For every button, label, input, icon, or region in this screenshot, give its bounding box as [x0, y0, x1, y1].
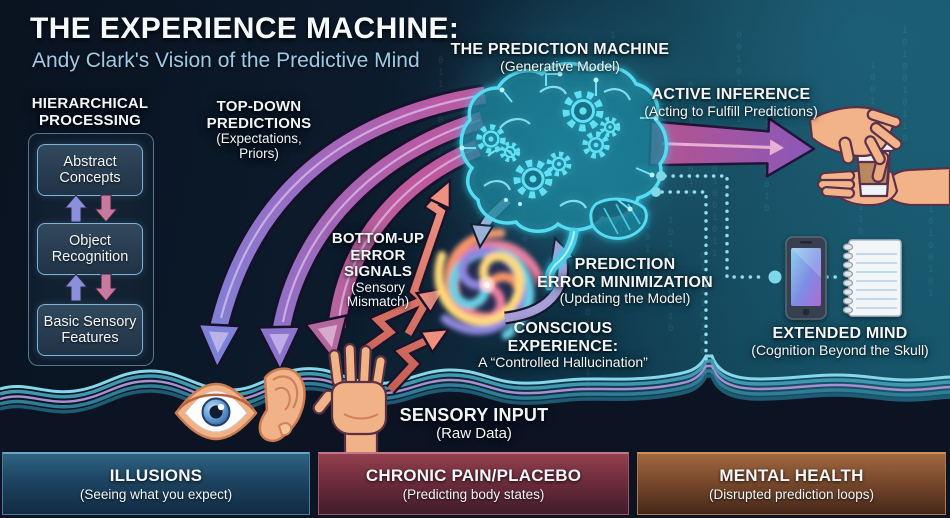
bottom-up-error-signals-label: BOTTOM-UP ERROR SIGNALS (Sensory Mismatc…: [331, 230, 425, 310]
page-subtitle: Andy Clark's Vision of the Predictive Mi…: [32, 49, 420, 72]
card-subtitle: (Predicting body states): [402, 487, 545, 502]
hand-icon: [312, 342, 388, 464]
extended-mind-label: EXTENDED MIND (Cognition Beyond the Skul…: [751, 325, 929, 358]
card-title: ILLUSIONS: [109, 466, 203, 485]
hierarchy-updown-arrows-icon: [63, 195, 119, 222]
prediction-machine-label: THE PREDICTION MACHINE (Generative Model…: [450, 41, 670, 74]
active-inference-label: ACTIVE INFERENCE (Acting to Fulfill Pred…: [644, 86, 818, 119]
gear-icon: [476, 90, 621, 199]
active-inference-arrow-icon: [648, 117, 816, 178]
card-title: CHRONIC PAIN/PLACEBO: [365, 466, 582, 485]
card-subtitle: (Disrupted prediction loops): [708, 487, 875, 502]
eye-icon: [174, 382, 258, 441]
hierarchical-processing-label: HIERARCHICAL PROCESSING: [31, 95, 149, 129]
hands-exchanging-coffee-icon: [808, 106, 950, 207]
notebook-icon: [842, 239, 902, 317]
hierarchy-level-object-recognition: Object Recognition: [37, 223, 143, 275]
card-chronic-pain-placebo: CHRONIC PAIN/PLACEBO (Predicting body st…: [318, 452, 629, 515]
hierarchy-level-abstract-concepts: Abstract Concepts: [37, 144, 143, 196]
coffee-cup-icon: [852, 133, 896, 198]
page-title: THE EXPERIENCE MACHINE:: [30, 12, 460, 45]
card-subtitle: (Seeing what you expect): [79, 487, 233, 502]
smartphone-icon: [785, 236, 827, 320]
sensory-input-label: SENSORY INPUT (Raw Data): [399, 405, 549, 442]
card-illusions: ILLUSIONS (Seeing what you expect): [2, 452, 310, 515]
hierarchical-processing-panel: Abstract Concepts Object Recognition Bas…: [28, 133, 154, 366]
hierarchy-level-basic-sensory-features: Basic Sensory Features: [37, 304, 143, 356]
prediction-error-minimization-label: PREDICTION ERROR MINIMIZATION (Updating …: [537, 256, 713, 307]
hierarchy-updown-arrows-icon: [63, 274, 119, 301]
top-down-predictions-label: TOP-DOWN PREDICTIONS (Expectations, Prio…: [206, 98, 312, 161]
card-title: MENTAL HEALTH: [719, 466, 864, 485]
conscious-experience-label: CONSCIOUS EXPERIENCE: A “Controlled Hall…: [478, 320, 648, 371]
ear-icon: [258, 367, 306, 442]
card-mental-health: MENTAL HEALTH (Disrupted prediction loop…: [637, 452, 946, 515]
